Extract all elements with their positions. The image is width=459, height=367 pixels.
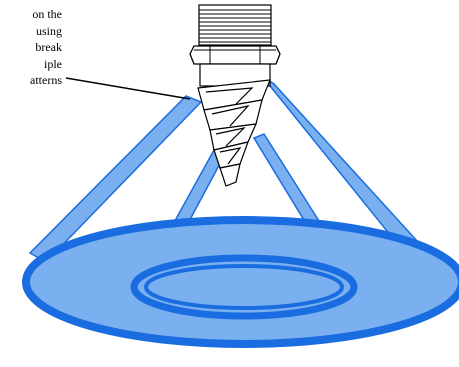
caption-text: on the using break iple atterns (0, 6, 62, 89)
callout-leader-line (65, 77, 191, 100)
caption-line-4: iple (44, 56, 62, 71)
caption-line-1: on the (32, 7, 62, 21)
caption-line-5: atterns (30, 73, 62, 87)
spiral-tip (197, 79, 271, 187)
caption-line-2: using (35, 23, 62, 38)
inner-spray-ring-hole (144, 264, 344, 310)
nozzle-fitting (189, 4, 281, 87)
caption-line-3: break (35, 40, 62, 54)
